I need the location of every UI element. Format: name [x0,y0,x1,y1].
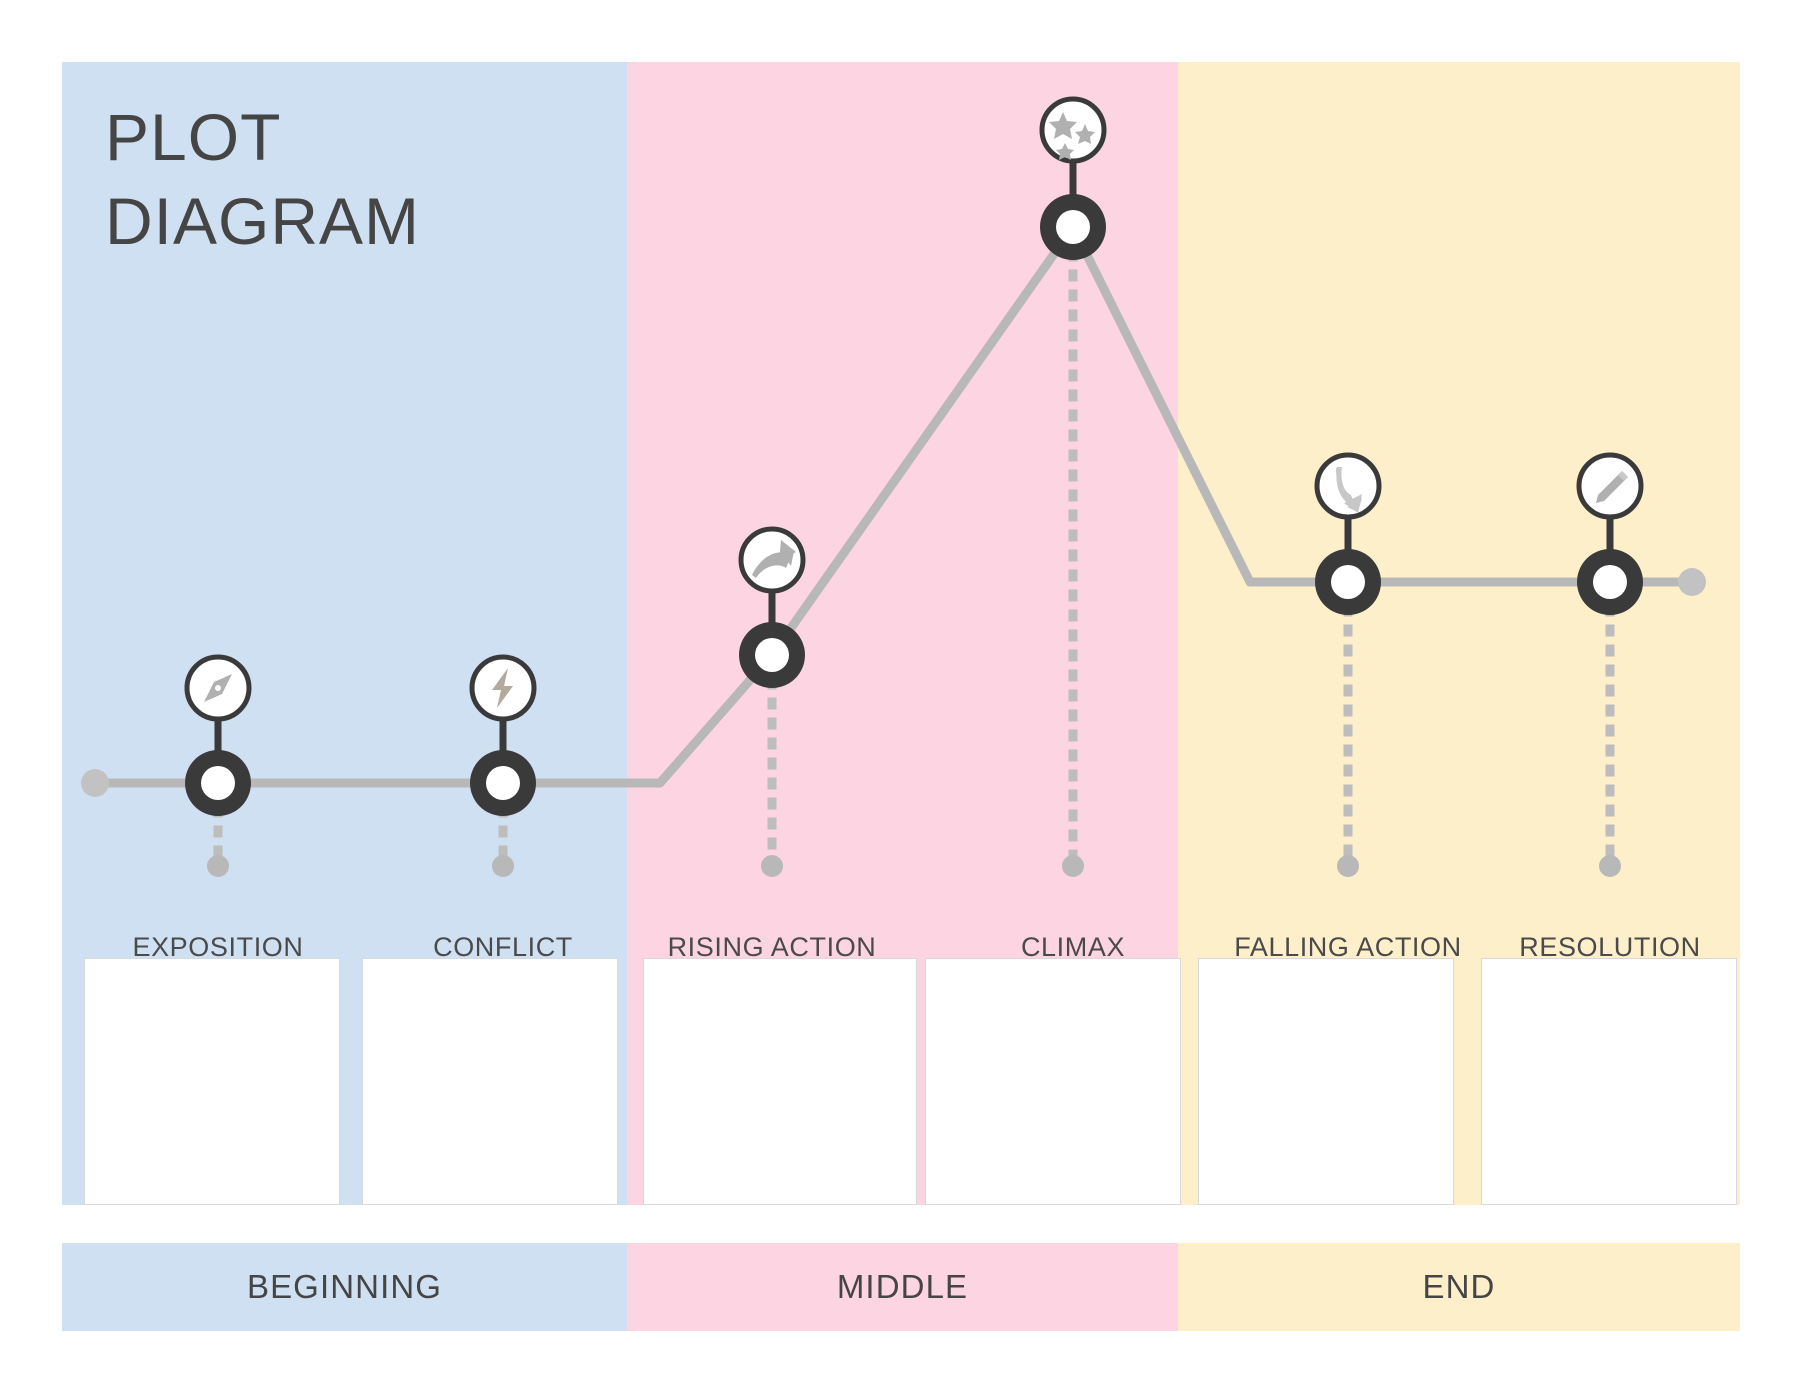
stage-label-resolution: RESOLUTION [1519,932,1701,962]
page-title: PLOT DIAGRAM [105,95,625,264]
section-label-middle: MIDDLE [836,1268,969,1305]
note-box-rising-action[interactable] [643,958,917,1205]
stage-label-climax: CLIMAX [1020,932,1126,962]
note-box-resolution[interactable] [1481,958,1737,1205]
note-box-climax[interactable] [925,958,1181,1205]
stage-label-falling-action: FALLING ACTION [1234,932,1462,962]
stage-label-exposition: EXPOSITION [132,932,304,962]
note-box-conflict[interactable] [362,958,618,1205]
section-end: END [1178,1243,1740,1331]
section-label-beginning: BEGINNING [246,1268,443,1305]
note-box-exposition[interactable] [84,958,340,1205]
stage-label-rising-action: RISING ACTION [667,932,877,962]
section-beginning: BEGINNING [62,1243,627,1331]
note-box-falling-action[interactable] [1198,958,1454,1205]
section-middle: MIDDLE [627,1243,1178,1331]
page-title-line1: PLOT [105,100,282,174]
stage-label-conflict: CONFLICT [433,932,573,962]
page-title-line2: DIAGRAM [105,184,421,259]
section-label-end: END [1422,1268,1496,1305]
section-bar: BEGINNING MIDDLE END [62,1243,1740,1331]
